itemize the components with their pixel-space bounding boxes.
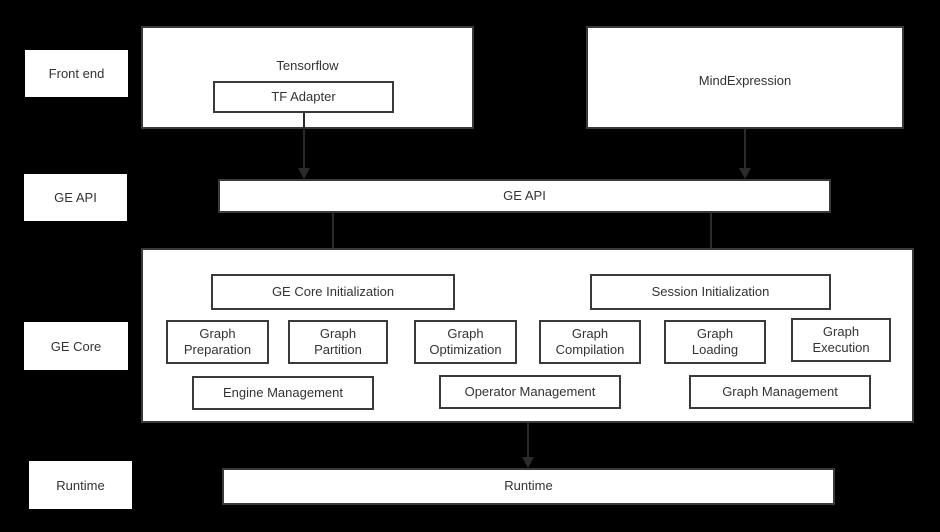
graph-optimization-label: Graph Optimization [429, 325, 502, 357]
engine-management-label: Engine Management [223, 384, 343, 400]
graph-partition-label: Graph Partition [314, 325, 362, 357]
graph-partition-box[interactable]: Graph Partition [288, 320, 388, 364]
graph-compilation-box[interactable]: Graph Compilation [539, 320, 641, 364]
engine-management-box[interactable]: Engine Management [192, 376, 374, 410]
graph-execution-label: Graph Execution [812, 323, 870, 355]
graph-loading-label: Graph Loading [691, 325, 739, 357]
graph-preparation-label: Graph Preparation [183, 325, 252, 357]
graph-management-label: Graph Management [722, 383, 838, 399]
mindexpression-container: MindExpression [586, 26, 904, 129]
mindexpression-title: MindExpression [698, 73, 792, 88]
graph-optimization-box[interactable]: Graph Optimization [414, 320, 517, 364]
operator-management-label: Operator Management [464, 383, 596, 399]
graph-loading-box[interactable]: Graph Loading [664, 320, 766, 364]
layer-label-ge-core-text: GE Core [50, 338, 102, 354]
layer-label-front-end-text: Front end [48, 66, 105, 81]
layer-label-runtime: Runtime [29, 461, 132, 509]
layer-label-ge-api: GE API [24, 174, 127, 221]
graph-preparation-box[interactable]: Graph Preparation [166, 320, 269, 364]
graph-management-box[interactable]: Graph Management [689, 375, 871, 409]
tf-adapter-label: TF Adapter [271, 88, 336, 104]
session-initialization-box[interactable]: Session Initialization [590, 274, 831, 310]
graph-compilation-label: Graph Compilation [555, 325, 625, 357]
operator-management-box[interactable]: Operator Management [439, 375, 621, 409]
tensorflow-title: Tensorflow [276, 58, 339, 73]
layer-label-ge-api-text: GE API [54, 190, 97, 205]
session-initialization-label: Session Initialization [651, 283, 770, 299]
tf-adapter-box[interactable]: TF Adapter [213, 81, 394, 113]
tensorflow-container: Tensorflow [141, 26, 474, 129]
runtime-bar[interactable]: Runtime [222, 468, 835, 505]
graph-execution-box[interactable]: Graph Execution [791, 318, 891, 362]
ge-core-initialization-label: GE Core Initialization [271, 283, 395, 299]
runtime-bar-label: Runtime [504, 478, 553, 494]
ge-api-bar-label: GE API [503, 187, 546, 203]
layer-label-front-end: Front end [25, 50, 128, 97]
ge-api-bar[interactable]: GE API [218, 179, 831, 213]
layer-label-ge-core: GE Core [24, 322, 128, 370]
ge-core-initialization-box[interactable]: GE Core Initialization [211, 274, 455, 310]
layer-label-runtime-text: Runtime [56, 477, 105, 493]
